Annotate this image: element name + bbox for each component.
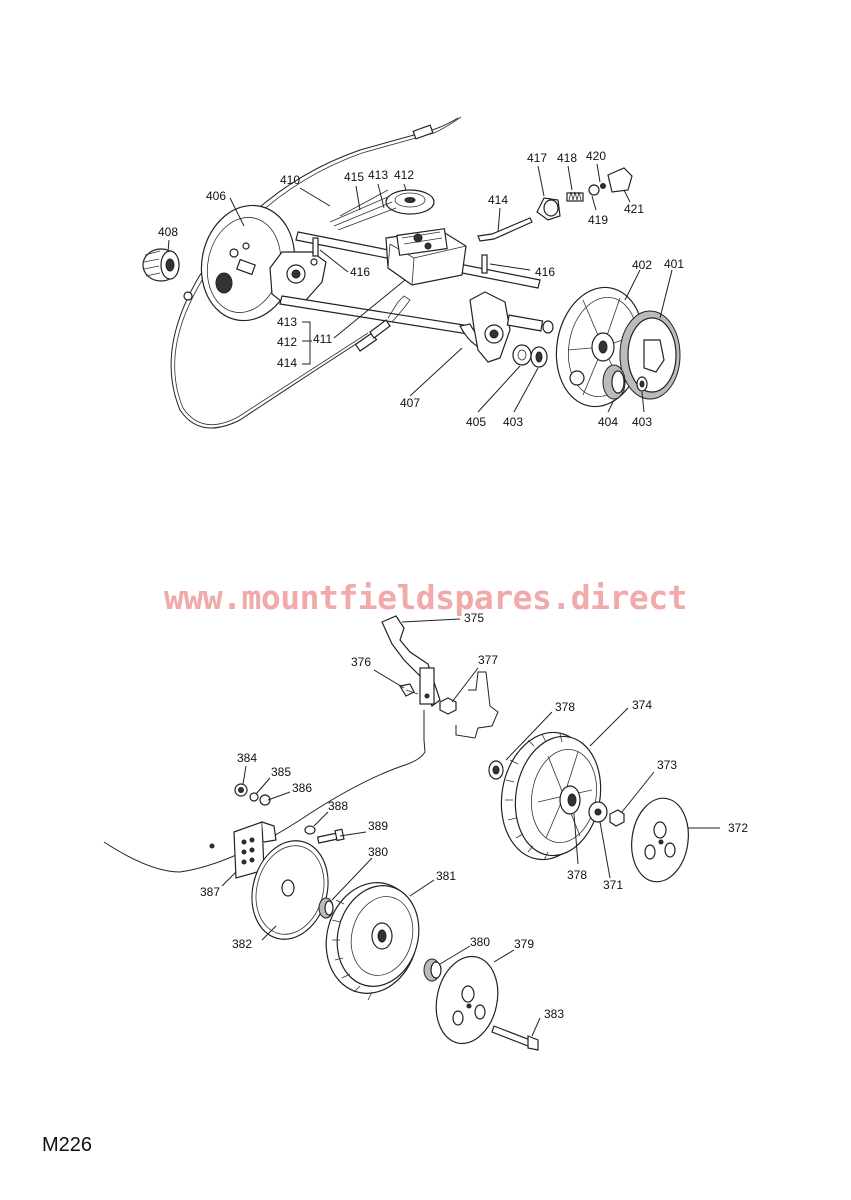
label-410: 410	[280, 173, 300, 187]
label-417: 417	[527, 151, 547, 165]
drive-cable	[170, 117, 459, 429]
hubcap-372	[631, 797, 689, 883]
right-gear-bracket	[469, 291, 554, 363]
pin-right	[481, 254, 488, 274]
bush-405	[512, 344, 532, 366]
label-416-left: 416	[350, 265, 370, 279]
gearbox	[385, 228, 467, 286]
label-371: 371	[603, 878, 623, 892]
label-421: 421	[624, 202, 644, 216]
label-407: 407	[400, 396, 420, 410]
label-413-side: 413	[277, 315, 297, 329]
label-375: 375	[464, 611, 484, 625]
label-418: 418	[557, 151, 577, 165]
label-412-top: 412	[394, 168, 414, 182]
label-382: 382	[232, 937, 252, 951]
bolt-376	[399, 683, 419, 697]
label-380-right: 380	[470, 935, 490, 949]
wheel-assembly	[103, 615, 689, 1051]
label-416-right: 416	[535, 265, 555, 279]
lower-leader-lines	[221, 618, 720, 1037]
drive-gear-380-right	[423, 958, 442, 982]
watermark-text: www.mountfieldspares.direct	[164, 578, 687, 617]
label-385: 385	[271, 765, 291, 779]
belt-and-pulley	[329, 189, 435, 231]
height-adjust-lever	[381, 615, 441, 707]
label-377: 377	[478, 653, 498, 667]
cable-end-fitting	[412, 124, 434, 140]
upper-leader-lines	[167, 163, 673, 413]
label-388: 388	[328, 799, 348, 813]
label-374: 374	[632, 698, 652, 712]
drive-gear-380-left	[318, 897, 334, 919]
pinion-gear-404	[602, 364, 626, 400]
washer-388	[304, 825, 316, 835]
rear-wheel-374	[500, 731, 602, 861]
label-403-right: 403	[632, 415, 652, 429]
label-387: 387	[200, 885, 220, 899]
label-403-left: 403	[503, 415, 523, 429]
nut-373	[609, 809, 625, 827]
ring-gear-401	[619, 310, 681, 400]
cable-bracket	[536, 197, 561, 221]
label-405: 405	[466, 415, 486, 429]
label-412-side: 412	[277, 335, 297, 349]
adjuster-knob	[607, 167, 633, 193]
label-411: 411	[313, 332, 332, 346]
linkage-rod	[477, 217, 533, 242]
washer-385	[249, 792, 259, 802]
left-gear-bracket	[269, 251, 327, 306]
bolt-389	[316, 828, 345, 844]
label-386: 386	[292, 781, 312, 795]
spring	[566, 191, 584, 202]
nut-386	[259, 794, 271, 806]
label-379: 379	[514, 937, 534, 951]
label-380-left: 380	[368, 845, 388, 859]
pin-left	[312, 237, 319, 257]
label-384: 384	[237, 751, 257, 765]
cable-adjuster	[354, 295, 411, 352]
label-404: 404	[598, 415, 618, 429]
label-401: 401	[664, 257, 684, 271]
hubcap-379	[435, 955, 499, 1045]
upper-part-labels: 410 406 408 415 413 412 414 417 418 420 …	[158, 149, 684, 429]
lower-part-labels: 375 376 377 378 374 373 372 378 371 384 …	[200, 611, 748, 1021]
label-372: 372	[728, 821, 748, 835]
label-383: 383	[544, 1007, 564, 1021]
label-414-top: 414	[488, 193, 508, 207]
pinion-gear	[142, 248, 180, 282]
label-406: 406	[206, 189, 226, 203]
label-402: 402	[632, 258, 652, 272]
label-408: 408	[158, 225, 178, 239]
washer-419	[588, 184, 600, 196]
label-378-bottom: 378	[567, 868, 587, 882]
axle-bolt-383	[491, 1025, 539, 1051]
label-389: 389	[368, 819, 388, 833]
deck-outline	[103, 739, 426, 873]
label-376: 376	[351, 655, 371, 669]
drive-assembly	[142, 116, 681, 429]
label-415: 415	[344, 170, 364, 184]
label-381: 381	[436, 869, 456, 883]
label-414-side: 414	[277, 356, 297, 370]
label-420: 420	[586, 149, 606, 163]
label-373: 373	[657, 758, 677, 772]
label-413-top: 413	[368, 168, 388, 182]
washer-420	[600, 183, 606, 189]
label-419: 419	[588, 213, 608, 227]
label-378-top: 378	[555, 700, 575, 714]
front-wheel-381	[325, 882, 420, 1001]
page-reference: M226	[42, 1134, 93, 1156]
